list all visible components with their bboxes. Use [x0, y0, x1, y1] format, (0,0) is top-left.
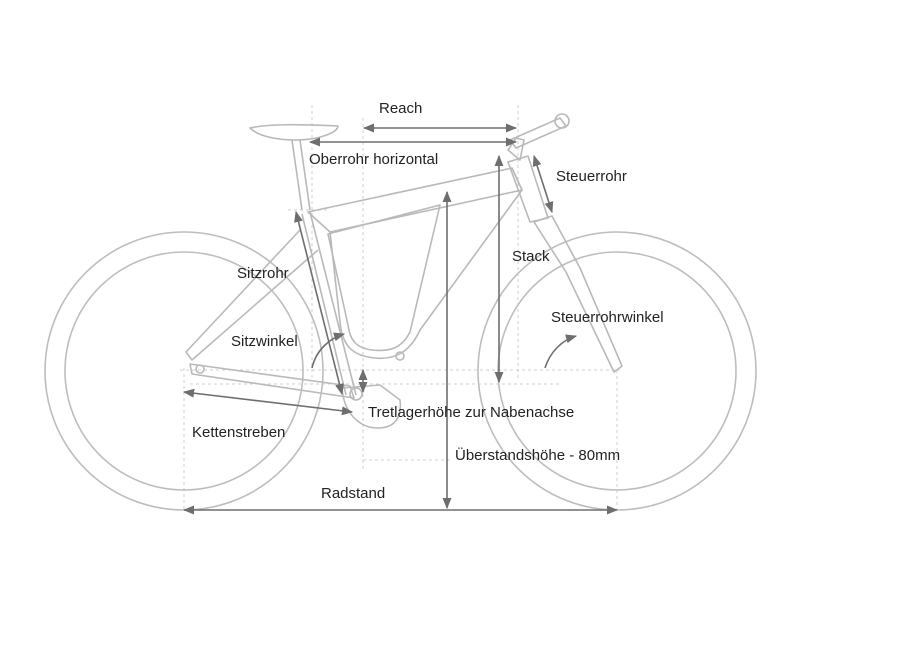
steuerrohr-label: Steuerrohr	[556, 168, 627, 185]
tretlagerhoehe-label: Tretlagerhöhe zur Nabenachse	[368, 404, 575, 421]
sitzrohr-dimension	[294, 210, 344, 396]
sitzrohr-label: Sitzrohr	[237, 265, 289, 282]
steuerrohrwinkel-label: Steuerrohrwinkel	[551, 309, 664, 326]
kettenstreben-dimension	[182, 388, 354, 416]
steuerrohrwinkel-arc	[544, 334, 578, 369]
ueberstandshoehe-label: Überstandshöhe - 80mm	[455, 447, 621, 464]
sitzwinkel-arc	[311, 332, 346, 369]
dimension-lines	[182, 123, 619, 515]
stack-label: Stack	[512, 248, 550, 265]
oberrohr-horizontal-label: Oberrohr horizontal	[309, 151, 439, 168]
steuerrohr-dimension	[532, 154, 554, 214]
kettenstreben-label: Kettenstreben	[192, 424, 286, 441]
sitzwinkel-label: Sitzwinkel	[231, 333, 298, 350]
radstand-label: Radstand	[321, 485, 386, 502]
reach-label: Reach	[379, 100, 423, 117]
